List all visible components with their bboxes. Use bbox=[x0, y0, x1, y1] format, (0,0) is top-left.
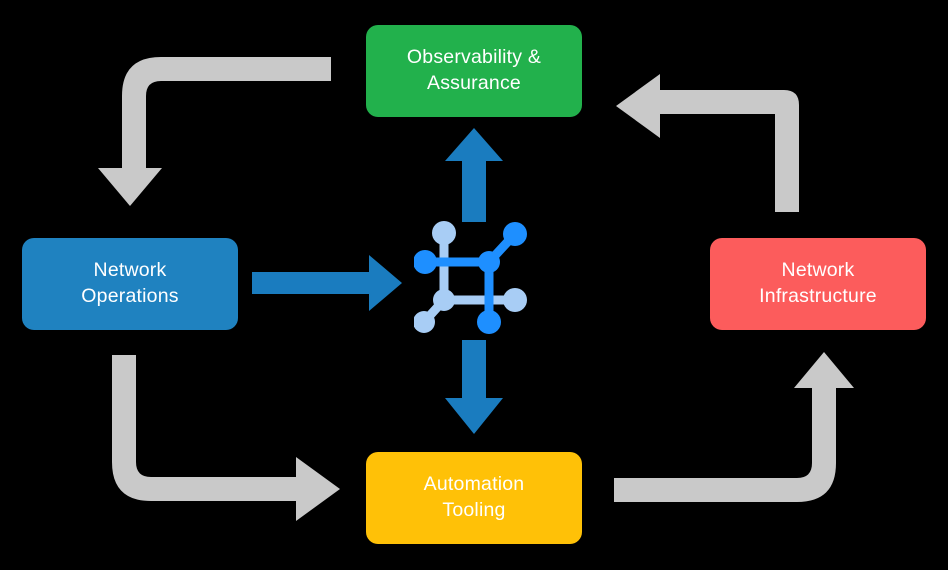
cycle-arrow-infrastructure-to-observability bbox=[616, 74, 799, 212]
topology-node-dark-topright bbox=[503, 222, 527, 246]
topology-node-light-bottomleft bbox=[414, 311, 435, 333]
node-label-automation-tooling: Automation Tooling bbox=[423, 473, 525, 521]
topology-node-dark-junction bbox=[478, 251, 500, 273]
topology-node-dark-left bbox=[414, 250, 437, 274]
center-arrow-up bbox=[445, 128, 503, 222]
center-arrow-right bbox=[252, 255, 402, 311]
network-topology-icon bbox=[414, 221, 527, 334]
node-box-network-operations[interactable]: Network Operations bbox=[22, 238, 238, 330]
topology-node-light-right bbox=[503, 288, 527, 312]
topology-node-light-top bbox=[432, 221, 456, 245]
node-label-network-operations: Network Operations bbox=[81, 259, 179, 307]
center-arrow-down bbox=[445, 340, 503, 434]
node-box-observability[interactable]: Observability & Assurance bbox=[366, 25, 582, 117]
node-label-network-infrastructure: Network Infrastructure bbox=[759, 259, 877, 307]
topology-node-light-center-bottom bbox=[433, 289, 455, 311]
topology-node-dark-bottom bbox=[477, 310, 501, 334]
node-box-automation-tooling[interactable]: Automation Tooling bbox=[366, 452, 582, 544]
cycle-arrow-automation-to-infrastructure bbox=[614, 352, 854, 502]
node-box-network-infrastructure[interactable]: Network Infrastructure bbox=[710, 238, 926, 330]
cycle-arrow-operations-to-automation bbox=[112, 355, 340, 521]
node-label-observability: Observability & Assurance bbox=[406, 46, 542, 94]
cycle-arrow-observability-to-operations bbox=[98, 57, 331, 206]
